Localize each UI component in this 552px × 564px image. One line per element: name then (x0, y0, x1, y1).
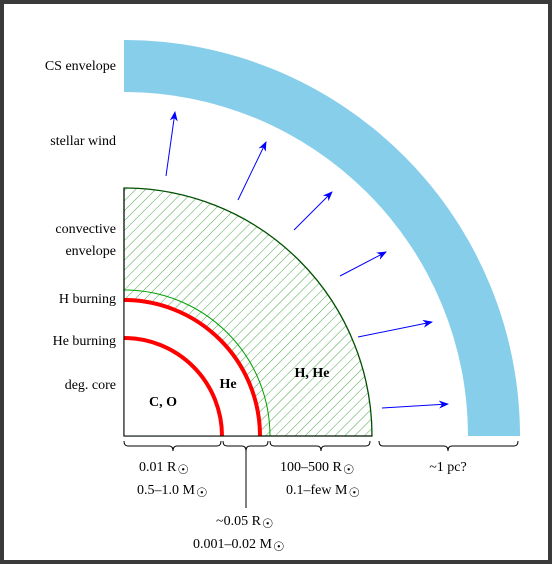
svg-text:~0.05 R☉: ~0.05 R☉ (216, 514, 274, 531)
brace-core (123, 440, 222, 452)
scale-envelope: 100–500 R☉ 0.1–few M☉ (280, 460, 360, 500)
svg-text:100–500 R☉: 100–500 R☉ (280, 460, 355, 477)
cs-size-text: ~1 pc? (429, 460, 467, 475)
region-he-label: He (219, 377, 236, 392)
wind-arrow (165, 111, 178, 177)
label-convective-2: envelope (65, 244, 116, 259)
cs-envelope-band (124, 40, 520, 436)
sun-symbol-icon: ☉ (196, 485, 208, 500)
core-mass-text: 0.5–1.0 M (137, 483, 196, 498)
brace-cs (378, 440, 519, 452)
label-h-burning: H burning (59, 292, 116, 307)
core-radius-text: 0.01 R (139, 460, 177, 475)
svg-text:0.5–1.0 M☉: 0.5–1.0 M☉ (137, 483, 208, 500)
wind-arrow (293, 191, 333, 231)
star-structure-diagram: CS envelope stellar wind convective enve… (45, 40, 520, 554)
wind-arrow (381, 400, 449, 409)
svg-text:0.1–few M☉: 0.1–few M☉ (286, 483, 360, 500)
env-mass-text: 0.1–few M (286, 483, 348, 498)
brace-envelope (269, 440, 371, 452)
brace-shell (222, 440, 269, 452)
wind-arrow (357, 319, 433, 338)
shell-radius-text: ~0.05 R (216, 514, 262, 529)
scale-core: 0.01 R☉ 0.5–1.0 M☉ (137, 460, 208, 500)
h-burning-shell (123, 298, 262, 437)
label-cs-envelope: CS envelope (45, 59, 116, 74)
wind-arrow (237, 141, 267, 201)
wind-arrow (339, 251, 387, 277)
label-convective-1: convective (55, 222, 116, 237)
sun-symbol-icon: ☉ (343, 462, 355, 477)
sun-symbol-icon: ☉ (273, 539, 285, 554)
label-stellar-wind: stellar wind (50, 134, 116, 149)
sun-symbol-icon: ☉ (177, 462, 189, 477)
svg-text:0.01 R☉: 0.01 R☉ (139, 460, 189, 477)
diagram-canvas: CS envelope stellar wind convective enve… (4, 4, 548, 560)
region-envelope-label: H, He (295, 366, 330, 381)
stellar-wind-arrows (165, 111, 449, 409)
label-he-burning: He burning (53, 334, 116, 349)
sun-symbol-icon: ☉ (262, 516, 274, 531)
env-radius-text: 100–500 R (280, 460, 343, 475)
svg-text:0.001–0.02 M☉: 0.001–0.02 M☉ (193, 537, 285, 554)
region-core-label: C, O (149, 395, 177, 410)
scale-shell: ~0.05 R☉ 0.001–0.02 M☉ (193, 514, 285, 554)
label-deg-core: deg. core (65, 378, 116, 393)
he-burning-shell (123, 336, 224, 437)
shell-mass-text: 0.001–0.02 M (193, 537, 273, 552)
convective-boundary (123, 289, 271, 437)
sun-symbol-icon: ☉ (348, 485, 360, 500)
scale-braces (123, 440, 519, 508)
